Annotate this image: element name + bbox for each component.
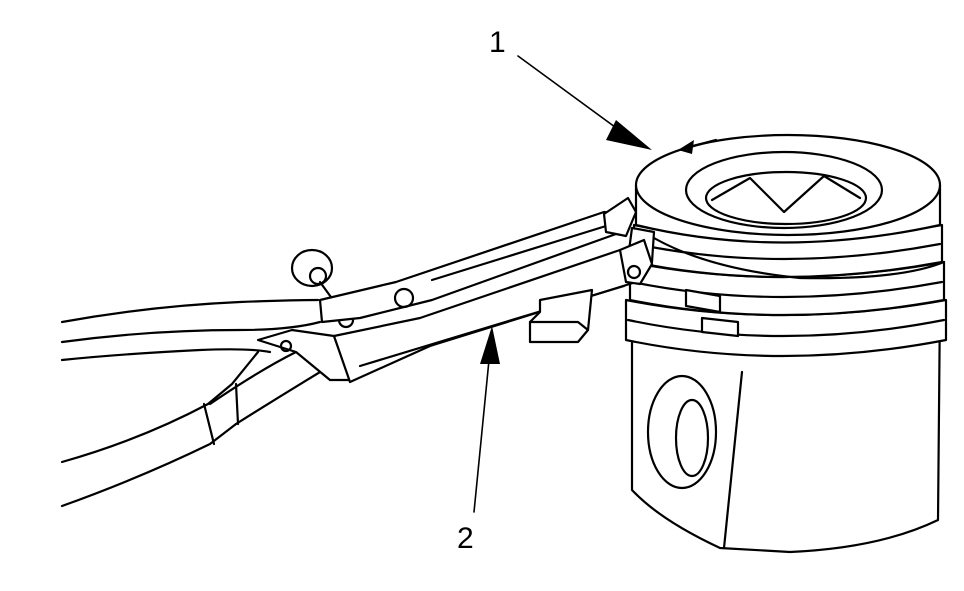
pliers-upper-jaw-rivet [393,287,415,309]
pliers-upper-handle [60,298,320,324]
combustion-bowl [684,150,884,230]
crown-direction-arrowhead-icon [678,140,694,154]
ring-expander-pliers [60,196,654,508]
piston-ring-edge-piece-2 [700,316,740,338]
combustion-bowl-inner [704,170,868,226]
ring-groove-1 [634,242,942,261]
pliers-upper-handle-lower-edge [60,320,322,344]
piston-ring-expanded [642,230,946,280]
piston-skirt [630,298,942,554]
callout-1-leader-line [517,55,631,139]
ring-groove-2 [630,280,944,299]
piston-skirt-facet [722,370,744,550]
callout-1-arrowhead-icon [606,120,652,150]
pliers-guide-block-face [528,320,590,332]
pliers-guide-block [528,288,594,344]
pliers-lower-handle-inner [208,350,298,406]
callout-2-label: 2 [457,522,474,555]
pliers-pivot-hole [279,339,293,353]
pliers-lower-handle [60,350,260,464]
piston-ring-edge-piece [684,288,722,314]
pliers-adjust-knob [290,248,334,288]
pliers-lower-handle-sleeve [202,382,240,446]
pliers-lower-handle-lower-edge [60,422,238,508]
pliers-upper-handle-grip [60,348,272,362]
ring-groove-3 [626,318,946,338]
callout-2-leader [473,326,500,513]
pliers-jaw-tip-pin [626,264,642,280]
callout-1-label: 1 [489,26,506,59]
pliers-jaw-tip-upper [602,196,638,238]
piston-pin-boss [646,374,718,490]
callout-1-leader [517,55,652,150]
combustion-bowl-cone [710,174,862,214]
pliers-adjust-nut [308,266,328,286]
callout-2-leader-line [473,349,491,513]
piston [624,133,948,554]
callout-2-arrowhead-icon [480,326,500,364]
pliers-upper-jaw-edge [430,224,608,282]
piston-pin-bore [674,398,710,478]
